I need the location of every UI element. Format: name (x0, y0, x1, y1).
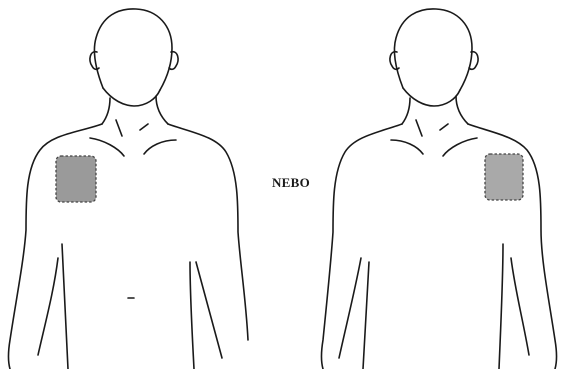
clavicle-left (90, 138, 124, 156)
right-inner-arm (196, 262, 222, 358)
electrode-pad-left (56, 156, 96, 202)
clavicle-right (144, 140, 176, 154)
right-inner-arm (511, 258, 529, 355)
neck-mark-right (140, 124, 148, 130)
neck-right (456, 96, 468, 124)
neck-mark-right (440, 124, 448, 130)
torso-figure-right (315, 0, 565, 369)
neck-mark-left (116, 120, 122, 136)
left-inner-arm (38, 258, 58, 355)
left-torso-side (62, 244, 68, 369)
neck-left (102, 98, 110, 124)
jaw-outline (103, 88, 160, 106)
jaw-outline (403, 88, 460, 106)
head-outline (94, 9, 172, 90)
left-torso-side (363, 262, 369, 369)
torso-outline-right (315, 0, 565, 369)
left-shoulder-arm (322, 124, 403, 369)
torso-figure-left (0, 0, 250, 369)
neck-left (402, 98, 410, 124)
head-outline (394, 9, 472, 90)
torso-outline-left (0, 0, 250, 369)
separator-label: NEBO (262, 175, 320, 191)
right-torso-side (190, 262, 194, 369)
left-inner-arm (339, 258, 361, 358)
neck-mark-left (416, 120, 422, 136)
clavicle-right (443, 138, 477, 156)
right-torso-side (499, 244, 503, 369)
neck-right (156, 96, 168, 124)
electrode-pad-right (485, 154, 523, 200)
clavicle-left (391, 140, 423, 154)
